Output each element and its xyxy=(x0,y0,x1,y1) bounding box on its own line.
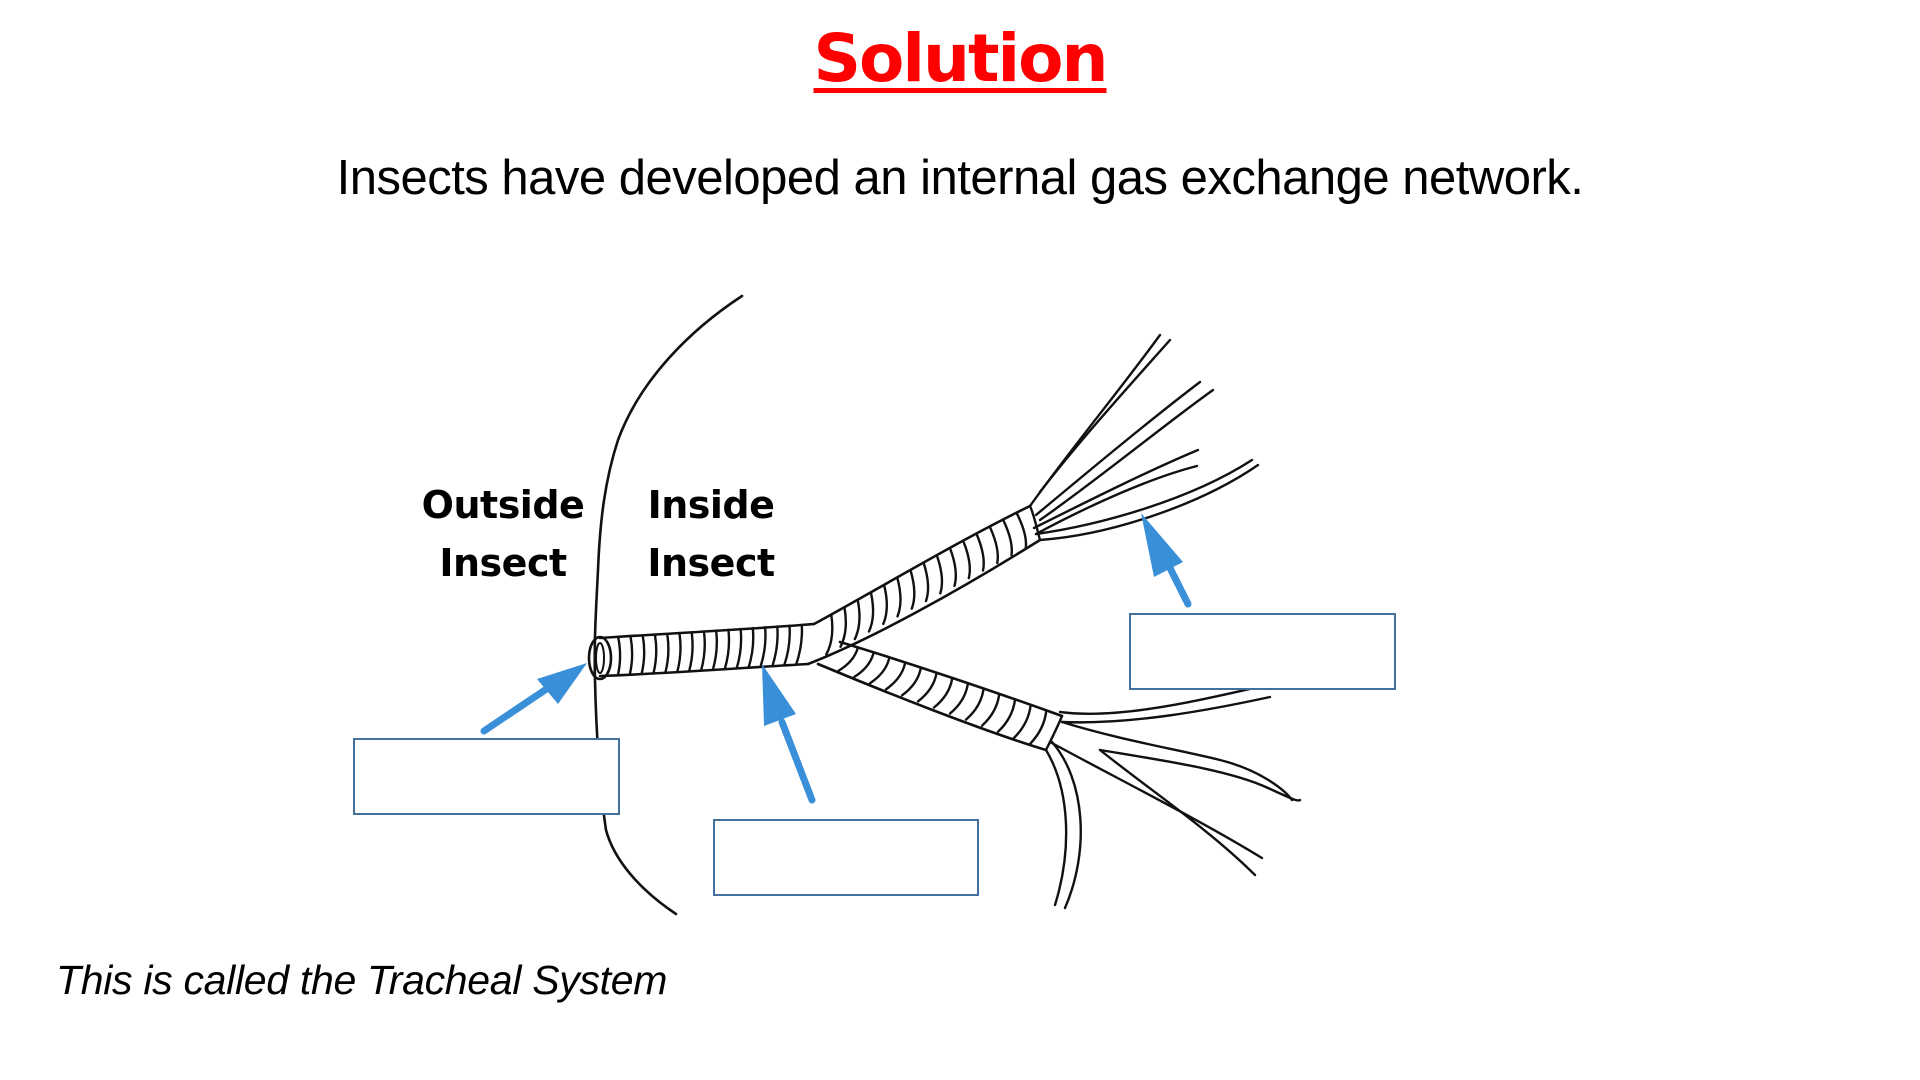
slide-title: Solution xyxy=(813,20,1109,97)
trachea-ring xyxy=(868,657,891,685)
trachea-ring xyxy=(1012,704,1032,740)
trachea-ring xyxy=(980,693,1001,727)
trachea-ring xyxy=(962,541,971,580)
trachea-ring xyxy=(616,636,622,677)
trachea-ring xyxy=(735,627,743,670)
upper-tracheoles xyxy=(1028,333,1260,542)
trachea-ring xyxy=(794,623,804,666)
trachea-ring xyxy=(759,626,767,668)
body-wall-outline xyxy=(593,294,744,916)
trachea-ring xyxy=(936,555,944,595)
trachea-ring xyxy=(1028,709,1048,746)
trachea-ring xyxy=(909,570,916,610)
trachea-ring xyxy=(882,584,888,626)
trachea-ring xyxy=(836,647,859,673)
trachea-ring xyxy=(1002,519,1014,557)
trachea-ring xyxy=(839,606,848,648)
arrow-to-spiracle xyxy=(480,663,587,735)
spiracle-opening xyxy=(587,635,613,681)
trachea-ring xyxy=(688,631,694,673)
trachea-ring xyxy=(916,673,938,703)
trachea-ring xyxy=(640,634,646,676)
slide-subtitle: Insects have developed an internal gas e… xyxy=(336,151,1584,205)
trachea-ring xyxy=(949,548,958,587)
main-trachea xyxy=(587,622,816,681)
outside-insect-label: Outside Insect xyxy=(418,476,588,592)
trachea-ring xyxy=(825,613,834,656)
trachea-ring xyxy=(664,632,670,674)
trachea-ring xyxy=(747,626,755,669)
trachea-ring xyxy=(1015,512,1028,549)
inside-label-line1: Inside xyxy=(647,483,775,527)
spiracle-answer-box[interactable] xyxy=(353,738,620,815)
trachea-ring xyxy=(867,591,875,633)
trachea-ring xyxy=(852,652,875,679)
slide-caption: This is called the Tracheal System xyxy=(56,957,668,1003)
trachea-ring xyxy=(900,667,922,697)
tracheole-answer-box[interactable] xyxy=(1129,613,1396,690)
trachea-answer-box[interactable] xyxy=(713,819,979,896)
trachea-ring xyxy=(989,526,999,565)
trachea-ring xyxy=(896,577,902,618)
trachea-ring xyxy=(711,629,718,671)
trachea-ring xyxy=(783,624,791,667)
trachea-ring xyxy=(699,630,706,672)
outside-label-line2: Insect xyxy=(439,541,567,585)
inside-label-line2: Insect xyxy=(647,541,775,585)
trachea-ring xyxy=(628,635,634,676)
outside-label-line1: Outside xyxy=(421,483,585,527)
trachea-ring xyxy=(948,683,969,715)
trachea-ring xyxy=(964,688,985,721)
trachea-ring xyxy=(771,625,779,668)
trachea-ring xyxy=(932,678,954,709)
arrow-to-tracheoles xyxy=(1141,513,1192,608)
arrow-to-trachea xyxy=(762,664,816,804)
trachea-ring xyxy=(676,631,682,673)
trachea-ring xyxy=(723,628,731,671)
trachea-ring xyxy=(996,699,1017,733)
lower-tracheoles xyxy=(1044,682,1302,910)
trachea-ring xyxy=(652,633,658,675)
trachea-ring xyxy=(975,533,985,572)
lower-trachea-branch xyxy=(816,640,1064,752)
upper-trachea-branch xyxy=(806,504,1042,666)
trachea-ring xyxy=(884,662,907,691)
trachea-ring xyxy=(853,599,861,641)
trachea-ring xyxy=(922,562,930,603)
inside-insect-label: Inside Insect xyxy=(638,476,784,592)
